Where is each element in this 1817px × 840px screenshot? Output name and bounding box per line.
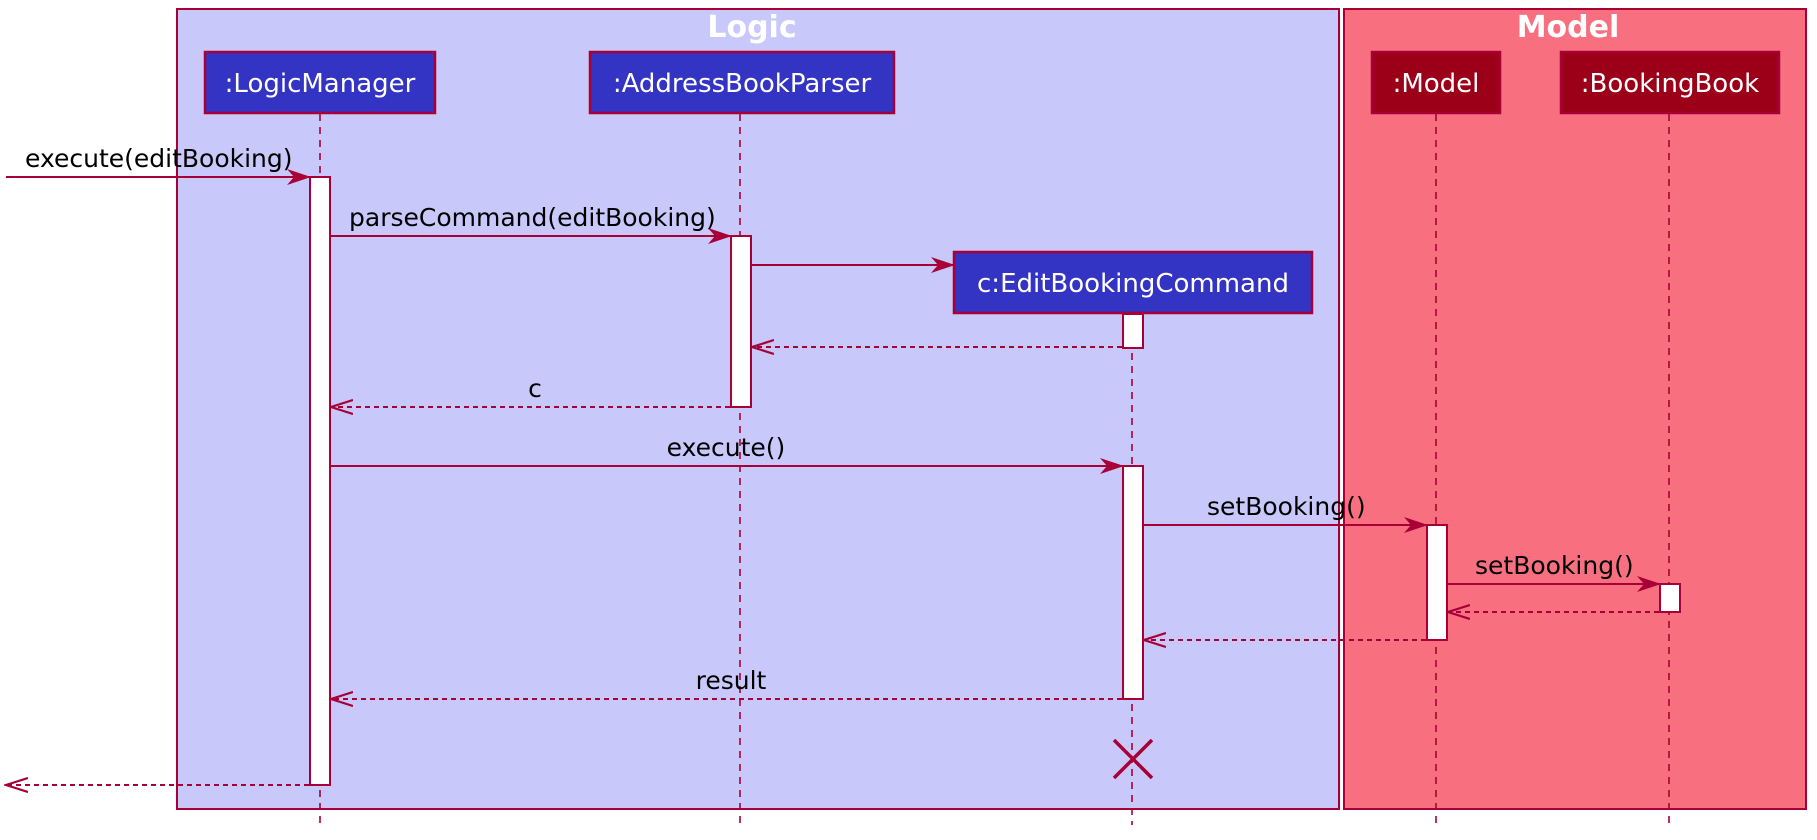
return-label-result: result [696,666,767,695]
logic-frame [176,8,1340,810]
activation-edit-booking-command-execute [1122,465,1144,700]
model-frame-title: Model [1517,10,1620,45]
participant-model: :Model [1370,50,1502,115]
participant-address-book-parser: :AddressBookParser [588,50,896,115]
messages [6,169,1661,785]
activation-edit-booking-command-creation [1122,313,1144,349]
return-label-c: c [528,374,542,403]
participant-model-label: :Model [1393,69,1480,99]
logic-frame-title: Logic [707,10,796,45]
destroy-icon [1112,738,1154,780]
message-label-execute: execute() [667,433,786,462]
activation-booking-book [1659,583,1681,613]
activation-logic-manager [309,176,331,786]
participant-address-book-parser-label: :AddressBookParser [613,69,872,99]
participant-booking-book: :BookingBook [1559,50,1781,115]
message-label-set-booking-book: setBooking() [1475,551,1634,580]
message-label-parse-command: parseCommand(editBooking) [349,203,716,232]
model-frame [1343,8,1807,810]
message-label-execute-edit-booking: execute(editBooking) [25,144,293,173]
activation-address-book-parser [730,235,752,408]
participant-edit-booking-command: c:EditBookingCommand [952,250,1314,315]
participant-logic-manager: :LogicManager [203,50,437,115]
participant-edit-booking-command-label: c:EditBookingCommand [977,269,1289,299]
participant-booking-book-label: :BookingBook [1581,69,1759,99]
activations [309,176,1681,786]
participant-logic-manager-label: :LogicManager [225,69,416,99]
message-label-set-booking-model: setBooking() [1207,492,1366,521]
activation-model [1426,524,1448,641]
